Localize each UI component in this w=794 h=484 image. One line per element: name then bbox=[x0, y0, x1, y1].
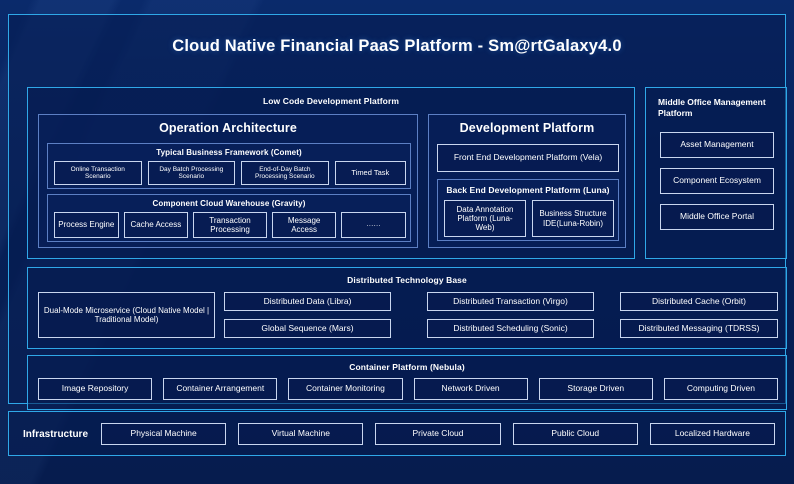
middle-office-platform-title: Middle Office Management Platform bbox=[658, 97, 766, 119]
container-platform-panel: Container Platform (Nebula) Image Reposi… bbox=[27, 355, 787, 410]
operation-architecture-title: Operation Architecture bbox=[159, 121, 297, 135]
infrastructure-panel: Infrastructure Physical Machine Virtual … bbox=[8, 411, 786, 456]
tbf-item-timed-task[interactable]: Timed Task bbox=[334, 161, 406, 185]
development-platform-group: Development Platform Front End Developme… bbox=[428, 114, 626, 248]
typical-business-framework-group: Typical Business Framework (Comet) Onlin… bbox=[47, 143, 411, 189]
tbf-item-end-of-day-batch-processing-scenario[interactable]: End-of-Day Batch Processing Scenario bbox=[241, 161, 329, 185]
development-platform-title: Development Platform bbox=[459, 121, 595, 135]
low-code-development-platform-panel: Low Code Development Platform Operation … bbox=[27, 87, 635, 259]
tbf-item-online-transaction-scenario[interactable]: Online Transaction Scenario bbox=[54, 161, 142, 185]
back-end-development-platform-title: Back End Development Platform (Luna) bbox=[446, 185, 610, 195]
dtb-column-1: Distributed Data (Libra) Global Sequence… bbox=[224, 292, 391, 338]
container-item-image-repository[interactable]: Image Repository bbox=[38, 378, 153, 400]
infrastructure-item-localized-hardware[interactable]: Localized Hardware bbox=[649, 423, 776, 445]
back-end-development-platform-group: Back End Development Platform (Luna) Dat… bbox=[437, 179, 619, 241]
dtb-item-distributed-cache[interactable]: Distributed Cache (Orbit) bbox=[620, 292, 778, 311]
middle-office-items: Asset Management Component Ecosystem Mid… bbox=[660, 132, 774, 240]
typical-business-framework-items: Online Transaction Scenario Day Batch Pr… bbox=[54, 161, 406, 185]
infrastructure-label: Infrastructure bbox=[23, 429, 89, 440]
distributed-technology-base-title: Distributed Technology Base bbox=[347, 275, 467, 285]
infrastructure-item-virtual-machine[interactable]: Virtual Machine bbox=[238, 423, 364, 445]
front-end-development-platform-box[interactable]: Front End Development Platform (Vela) bbox=[437, 144, 619, 172]
container-item-storage-driven[interactable]: Storage Driven bbox=[538, 378, 653, 400]
ccw-item-cache-access[interactable]: Cache Access bbox=[123, 212, 189, 238]
dtb-item-distributed-scheduling[interactable]: Distributed Scheduling (Sonic) bbox=[427, 319, 594, 338]
container-item-network-driven[interactable]: Network Driven bbox=[413, 378, 528, 400]
page-title: Cloud Native Financial PaaS Platform - S… bbox=[172, 37, 622, 55]
container-platform-items: Image Repository Container Arrangement C… bbox=[38, 378, 779, 400]
ccw-item-process-engine[interactable]: Process Engine bbox=[54, 212, 119, 238]
infrastructure-item-public-cloud[interactable]: Public Cloud bbox=[512, 423, 638, 445]
dtb-item-distributed-data[interactable]: Distributed Data (Libra) bbox=[224, 292, 391, 311]
dtb-item-dual-mode-microservice[interactable]: Dual-Mode Microservice (Cloud Native Mod… bbox=[38, 292, 215, 338]
be-item-data-annotation-platform[interactable]: Data Annotation Platform (Luna-Web) bbox=[444, 200, 526, 237]
infrastructure-items: Physical Machine Virtual Machine Private… bbox=[101, 423, 776, 445]
component-cloud-warehouse-items: Process Engine Cache Access Transaction … bbox=[54, 212, 407, 238]
middle-office-item-component-ecosystem[interactable]: Component Ecosystem bbox=[660, 168, 774, 194]
typical-business-framework-title: Typical Business Framework (Comet) bbox=[156, 148, 302, 157]
dtb-item-distributed-messaging[interactable]: Distributed Messaging (TDRSS) bbox=[620, 319, 778, 338]
component-cloud-warehouse-title: Component Cloud Warehouse (Gravity) bbox=[152, 199, 306, 208]
container-item-computing-driven[interactable]: Computing Driven bbox=[663, 378, 779, 400]
ccw-item-more-ellipsis[interactable]: ...... bbox=[341, 212, 407, 238]
dtb-item-global-sequence[interactable]: Global Sequence (Mars) bbox=[224, 319, 391, 338]
be-item-business-structure-ide[interactable]: Business Structure IDE(Luna-Robin) bbox=[532, 200, 614, 237]
main-platform-panel: Cloud Native Financial PaaS Platform - S… bbox=[8, 14, 787, 410]
container-platform-title: Container Platform (Nebula) bbox=[349, 362, 465, 372]
ccw-item-transaction-processing[interactable]: Transaction Processing bbox=[193, 212, 267, 238]
back-end-development-platform-items: Data Annotation Platform (Luna-Web) Busi… bbox=[444, 200, 614, 237]
distributed-technology-base-panel: Distributed Technology Base Dual-Mode Mi… bbox=[27, 267, 787, 349]
infrastructure-item-physical-machine[interactable]: Physical Machine bbox=[101, 423, 227, 445]
dtb-item-distributed-transaction[interactable]: Distributed Transaction (Virgo) bbox=[427, 292, 594, 311]
tbf-item-day-batch-processing-scenario[interactable]: Day Batch Processing Scenario bbox=[147, 161, 236, 185]
component-cloud-warehouse-group: Component Cloud Warehouse (Gravity) Proc… bbox=[47, 194, 411, 242]
container-item-container-monitoring[interactable]: Container Monitoring bbox=[288, 378, 403, 400]
operation-architecture-group: Operation Architecture Typical Business … bbox=[38, 114, 418, 248]
container-item-container-arrangement[interactable]: Container Arrangement bbox=[163, 378, 278, 400]
dtb-column-2: Distributed Transaction (Virgo) Distribu… bbox=[427, 292, 594, 338]
middle-office-management-platform-panel: Middle Office Management Platform Asset … bbox=[645, 87, 787, 259]
dtb-column-3: Distributed Cache (Orbit) Distributed Me… bbox=[620, 292, 778, 338]
low-code-platform-title: Low Code Development Platform bbox=[262, 96, 400, 106]
infrastructure-item-private-cloud[interactable]: Private Cloud bbox=[375, 423, 501, 445]
ccw-item-message-access[interactable]: Message Access bbox=[271, 212, 337, 238]
middle-office-item-asset-management[interactable]: Asset Management bbox=[660, 132, 774, 158]
middle-office-item-middle-office-portal[interactable]: Middle Office Portal bbox=[660, 204, 774, 230]
